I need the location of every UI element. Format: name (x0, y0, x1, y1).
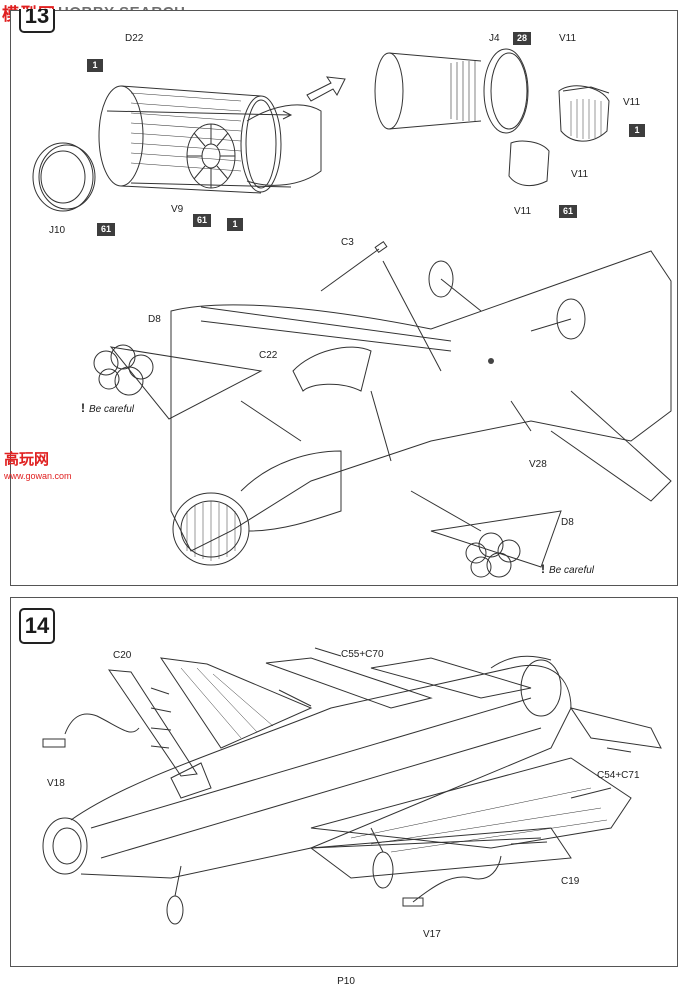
step-14-panel: 14 (10, 597, 678, 967)
part-c22: C22 (259, 350, 278, 361)
part-v11-b: V11 (623, 97, 641, 108)
paint-badge-1-bottom: 1 (227, 218, 243, 231)
part-v9: V9 (171, 204, 184, 215)
part-d8-left: D8 (148, 314, 161, 325)
caution-right: !Be careful (541, 562, 595, 576)
part-v17: V17 (423, 929, 441, 940)
paint-badge-61-v9: 61 (193, 214, 212, 227)
paint-badge-1-top: 1 (87, 59, 103, 72)
part-d8-right: D8 (561, 517, 574, 528)
part-d22: D22 (125, 33, 144, 44)
step-13-drawing (32, 48, 672, 578)
step-13-panel: 13 (10, 9, 678, 586)
part-c55-c70: C55+C70 (341, 649, 384, 660)
paint-badge-61-j10: 61 (97, 223, 116, 236)
part-c3: C3 (341, 237, 354, 248)
part-v18: V18 (47, 778, 65, 789)
part-j10: J10 (49, 225, 66, 236)
part-j4: J4 (489, 33, 500, 44)
side-watermark-url: www.gowan.com (4, 471, 72, 481)
part-v11-a: V11 (559, 33, 577, 44)
side-watermark-cn: 高玩网 (4, 451, 50, 468)
step-number: 14 (19, 608, 55, 644)
step-number: 13 (19, 9, 55, 33)
part-c20: C20 (113, 650, 132, 661)
paint-badge-61-right: 61 (559, 205, 578, 218)
step-14-drawing (42, 647, 662, 925)
part-c19: C19 (561, 876, 580, 887)
side-watermark: 高玩网 www.gowan.com (4, 452, 72, 484)
caution-left-text: Be careful (89, 404, 135, 415)
part-c54-c71: C54+C71 (597, 770, 640, 781)
caution-right-text: Be careful (549, 565, 595, 576)
part-v11-c: V11 (571, 169, 589, 180)
part-v28: V28 (529, 459, 547, 470)
paint-badge-1-right: 1 (629, 124, 645, 137)
paint-badge-28: 28 (513, 32, 532, 45)
part-v11-d: V11 (514, 206, 532, 217)
caution-left: !Be careful (81, 401, 135, 415)
page-number: P10 (337, 976, 355, 987)
